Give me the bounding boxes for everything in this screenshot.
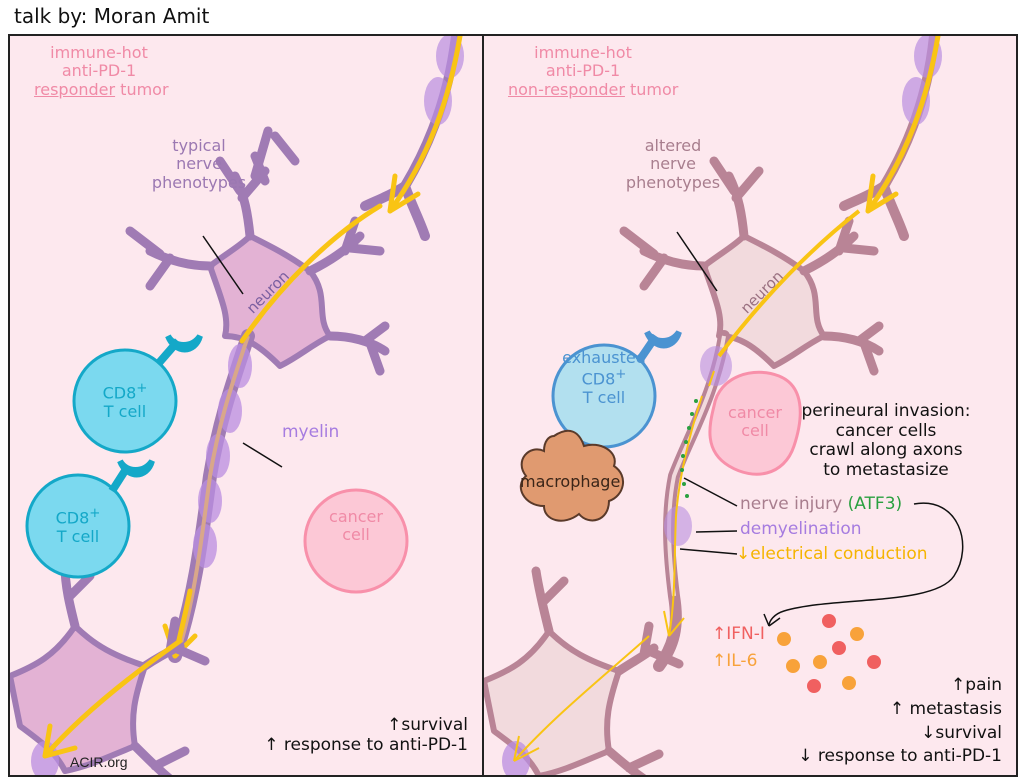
responder-illustration <box>10 36 464 775</box>
cd8-t-cell-1 <box>72 334 203 454</box>
panel-title: immune-hot anti-PD-1 responder tumor <box>34 43 169 99</box>
responder-outcomes: ↑survival ↑ response to anti-PD-1 <box>264 715 468 755</box>
axon-top-segment <box>360 36 464 241</box>
axon-top-segment <box>839 36 942 241</box>
myelin-label: myelin <box>282 422 340 442</box>
non-responder-outcomes: ↑pain ↑ metastasis ↓survival ↓ response … <box>798 675 1002 767</box>
macrophage <box>519 429 624 522</box>
atf3-to-ifn-arrow <box>768 502 964 627</box>
cancer-cell <box>303 488 409 594</box>
myelin-patch <box>700 346 732 386</box>
lower-altered-neuron <box>484 566 684 775</box>
cytokine-dots <box>777 614 881 693</box>
t-cell-2-label: CD8+ T cell <box>55 506 101 546</box>
phenotype-label: altered nerve phenotypes <box>625 136 721 192</box>
non-responder-illustration <box>484 36 964 775</box>
speaker-credit: talk by: Moran Amit <box>14 4 210 28</box>
conduction-label: ↓electrical conduction <box>736 544 928 564</box>
t-cell-1-label: CD8+ T cell <box>102 381 148 421</box>
myelin-patch <box>664 506 692 546</box>
invading-cancer-cell <box>708 370 802 476</box>
cancer-cell-label: cancer cell <box>329 507 383 545</box>
lower-neuron <box>10 561 210 775</box>
macrophage-label: macrophage <box>520 472 621 491</box>
ifn-label: ↑IFN-I <box>712 624 765 644</box>
responder-panel: immune-hot anti-PD-1 responder tumor typ… <box>8 34 484 777</box>
perineural-invasion-note: perineural invasion: cancer cells crawl … <box>801 401 971 480</box>
atf3-dots <box>680 399 698 498</box>
source-label: ACIR.org <box>70 754 128 770</box>
nerve-injury-label: nerve injury (ATF3) <box>740 494 903 514</box>
cancer-cell-label: cancer cell <box>728 403 782 441</box>
exhausted-t-cell <box>551 330 682 449</box>
panel-title: immune-hot anti-PD-1 non-responder tumor <box>508 43 679 99</box>
non-responder-panel: immune-hot anti-PD-1 non-responder tumor… <box>482 34 1018 777</box>
exhausted-t-cell-label: exhausted CD8+ T cell <box>562 348 646 408</box>
damaged-axon <box>653 209 861 672</box>
cd8-t-cell-2 <box>25 459 155 579</box>
phenotype-label: typical nerve phenotypes <box>151 136 247 192</box>
demyelination-label: demyelination <box>740 519 862 539</box>
myelinated-axon <box>162 203 383 663</box>
il6-label: ↑IL-6 <box>712 651 758 671</box>
